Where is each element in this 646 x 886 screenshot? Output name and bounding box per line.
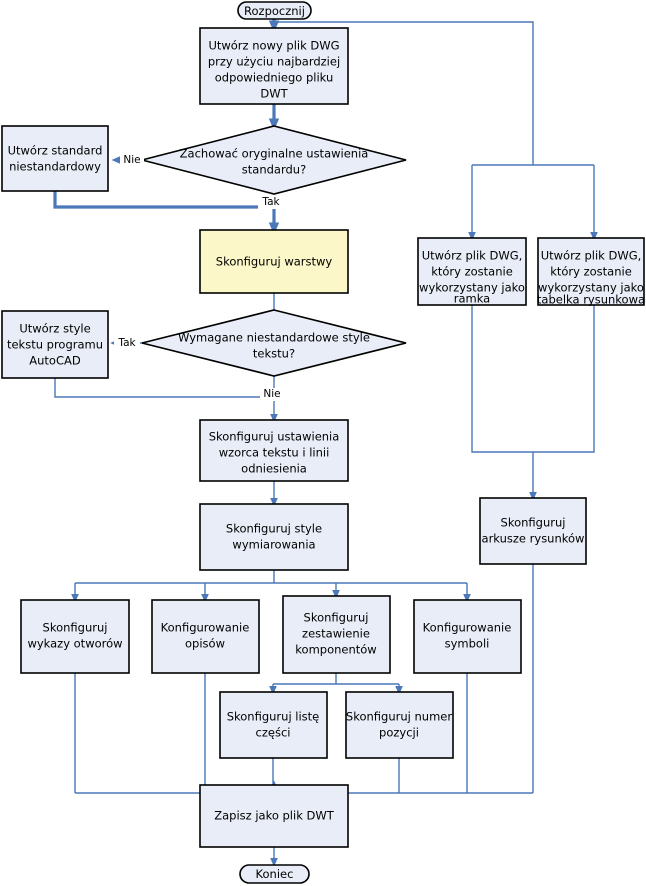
- node-save-dwt-label: Zapisz jako plik DWT: [214, 809, 335, 823]
- node-sheets-line-1: Skonfiguruj: [501, 516, 566, 530]
- node-end[interactable]: Koniec: [239, 864, 310, 884]
- node-title-dwg[interactable]: Utwórz plik DWG, który zostanie wykorzys…: [537, 237, 645, 307]
- node-bom[interactable]: Skonfiguruj zestawienie komponentów: [282, 595, 391, 674]
- node-title-dwg-line-1: Utwórz plik DWG,: [541, 249, 642, 263]
- edge-label-bg-nie-1: [120, 153, 144, 166]
- node-annot-line-1: Konfigurowanie: [161, 621, 250, 635]
- node-keep-std-line-1: Zachować oryginalne ustawienia: [180, 147, 369, 161]
- node-custom-std[interactable]: Utwórz standard niestandardowy: [1, 125, 109, 192]
- node-text-leader[interactable]: Skonfiguruj ustawienia wzorca tekstu i l…: [199, 419, 349, 482]
- node-new-dwg-line-3: odpowiedniego pliku: [215, 71, 333, 85]
- node-sheets[interactable]: Skonfiguruj arkusze rysunków: [479, 497, 587, 565]
- node-custom-std-line-2: niestandardowy: [9, 160, 101, 174]
- edge-label-keep-std-no: Nie: [123, 154, 140, 166]
- node-text-leader-line-1: Skonfiguruj ustawienia: [209, 430, 340, 444]
- node-acad-styles-line-2: tekstu programu: [7, 338, 103, 352]
- node-start-label: Rozpocznij: [244, 4, 305, 18]
- node-frame-dwg-line-3: wykorzystany jako: [419, 281, 525, 295]
- node-need-styles-line-1: Wymagane niestandardowe style: [178, 331, 370, 345]
- edge-labels-layer: Nie Tak Tak Nie: [114, 153, 284, 401]
- node-keep-std-line-2: standardu?: [242, 163, 306, 177]
- edge-acad-styles-rejoin: [54, 378, 274, 398]
- node-balloon-line-1: Skonfiguruj numer: [346, 710, 452, 724]
- node-balloon-line-2: pozycji: [379, 726, 419, 740]
- node-bom-line-2: zestawienie: [302, 627, 370, 641]
- node-acad-styles-line-3: AutoCAD: [29, 354, 81, 368]
- node-save-dwt[interactable]: Zapisz jako plik DWT: [199, 784, 349, 848]
- node-new-dwg-line-2: przy użyciu najbardziej: [208, 55, 340, 69]
- node-frame-dwg-line-4: ramka: [454, 292, 490, 306]
- node-layers-label: Skonfiguruj warstwy: [216, 255, 333, 269]
- node-frame-dwg[interactable]: Utwórz plik DWG, który zostanie wykorzys…: [417, 237, 527, 306]
- node-text-leader-line-2: wzorca tekstu i linii: [219, 446, 330, 460]
- edge-label-keep-std-yes: Tak: [261, 196, 280, 208]
- node-parts-list-line-2: części: [256, 726, 291, 740]
- node-holes[interactable]: Skonfiguruj wykazy otworów: [20, 599, 130, 674]
- node-parts-list[interactable]: Skonfiguruj listę części: [219, 691, 328, 759]
- node-symbols[interactable]: Konfigurowanie symboli: [413, 599, 522, 674]
- node-dim-styles-line-1: Skonfiguruj style: [226, 522, 322, 536]
- edge-label-bg-tak-1: [258, 196, 284, 209]
- node-acad-styles[interactable]: Utwórz style tekstu programu AutoCAD: [1, 310, 109, 379]
- node-bom-line-3: komponentów: [295, 643, 376, 657]
- node-keep-std[interactable]: Zachować oryginalne ustawienia standardu…: [141, 125, 407, 195]
- node-annot[interactable]: Konfigurowanie opisów: [151, 599, 260, 674]
- node-symbols-line-2: symboli: [445, 637, 490, 651]
- edge-start-to-right-branch: [274, 21, 534, 165]
- edge-label-need-styles-yes: Tak: [117, 337, 136, 349]
- node-dim-styles[interactable]: Skonfiguruj style wymiarowania: [199, 503, 349, 571]
- edge-label-need-styles-no: Nie: [263, 388, 280, 400]
- node-start[interactable]: Rozpocznij: [237, 1, 312, 20]
- node-holes-line-1: Skonfiguruj: [43, 621, 108, 635]
- node-layers[interactable]: Skonfiguruj warstwy: [199, 229, 349, 294]
- node-title-dwg-line-4: tabelka rysunkowa: [537, 293, 645, 307]
- node-frame-dwg-line-1: Utwórz plik DWG,: [422, 249, 523, 263]
- node-title-dwg-line-3: wykorzystany jako: [538, 281, 644, 295]
- node-annot-line-2: opisów: [185, 637, 225, 651]
- node-frame-dwg-line-2: który zostanie: [431, 265, 513, 279]
- node-acad-styles-line-1: Utwórz style: [19, 322, 90, 336]
- node-new-dwg[interactable]: Utwórz nowy plik DWG przy użyciu najbard…: [199, 27, 349, 105]
- node-end-label: Koniec: [256, 867, 294, 881]
- node-symbols-line-1: Konfigurowanie: [423, 621, 512, 635]
- edge-label-bg-tak-2: [114, 336, 140, 349]
- edge-custom-std-rejoin: [53, 191, 274, 209]
- node-need-styles[interactable]: Wymagane niestandardowe style tekstu?: [141, 309, 407, 377]
- node-new-dwg-line-4: DWT: [260, 87, 288, 101]
- node-custom-std-line-1: Utwórz standard: [8, 144, 103, 158]
- node-need-styles-line-2: tekstu?: [253, 347, 295, 361]
- node-balloon[interactable]: Skonfiguruj numer pozycji: [345, 691, 454, 759]
- edge-right-merge-bar: [471, 305, 595, 453]
- node-title-dwg-line-2: który zostanie: [550, 265, 632, 279]
- node-sheets-line-2: arkusze rysunków: [482, 532, 585, 546]
- node-text-leader-line-3: odniesienia: [241, 462, 307, 476]
- node-dim-styles-line-2: wymiarowania: [232, 538, 315, 552]
- node-new-dwg-line-1: Utwórz nowy plik DWG: [208, 39, 339, 53]
- node-parts-list-line-1: Skonfiguruj listę: [227, 710, 320, 724]
- edge-label-bg-nie-2: [260, 388, 284, 401]
- node-bom-line-1: Skonfiguruj: [304, 611, 369, 625]
- node-holes-line-2: wykazy otworów: [27, 637, 122, 651]
